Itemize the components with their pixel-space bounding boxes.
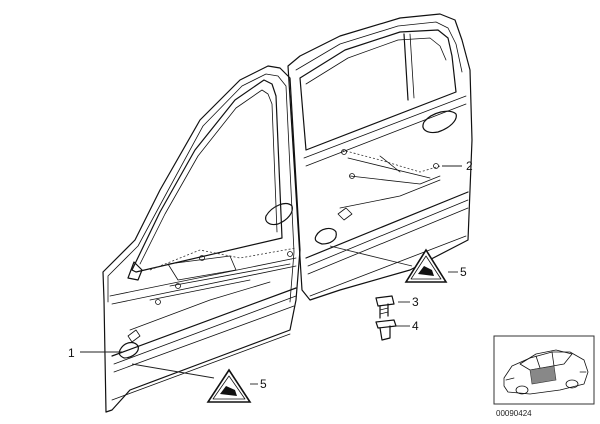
car-thumbnail-icon [493,335,595,405]
screw-part [375,295,395,319]
callout-2: 2 [466,159,473,173]
leader-lines [80,165,462,385]
warning-triangle-icon [404,248,448,283]
rear-door [287,13,473,301]
callout-5-rear: 5 [460,265,467,279]
clip-part [375,319,397,341]
reference-number: 00090424 [496,409,532,418]
callout-3: 3 [412,295,419,309]
warning-triangle-icon [206,368,252,403]
callout-1: 1 [68,346,75,360]
front-door [102,65,301,413]
callout-5-front: 5 [260,377,267,391]
callout-4: 4 [412,319,419,333]
